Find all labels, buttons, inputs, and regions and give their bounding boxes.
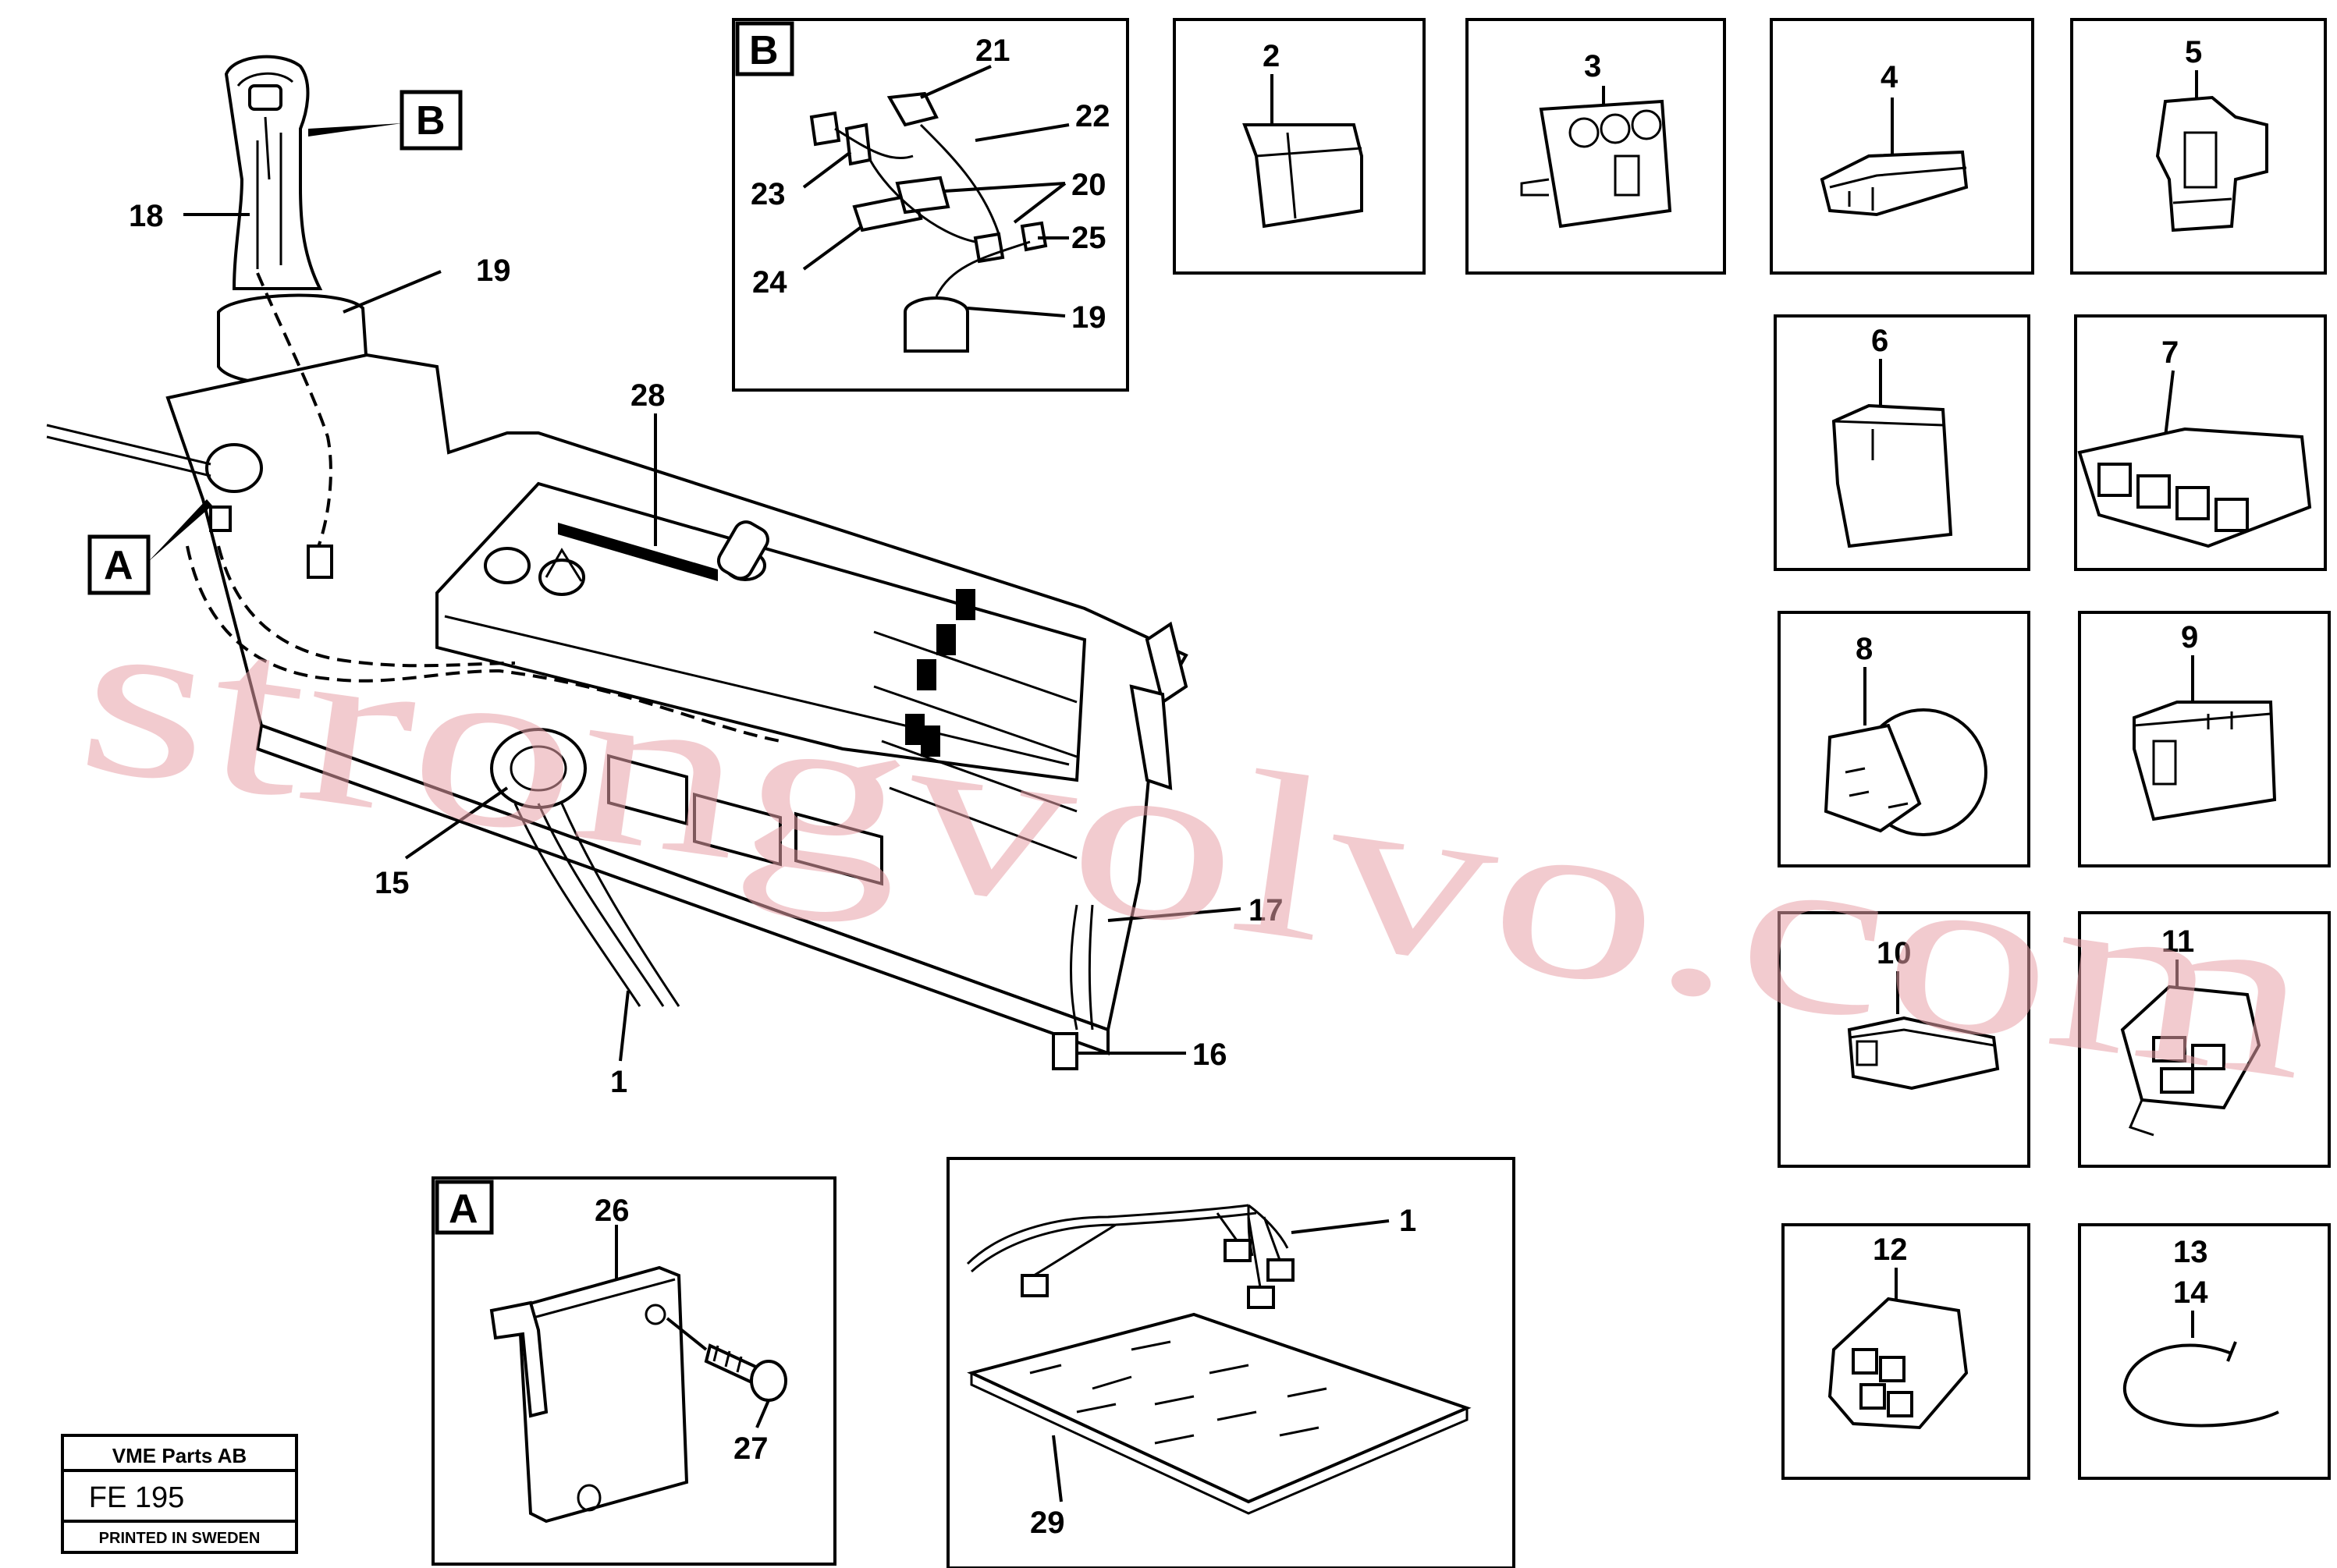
detail-b-box: B 21 22 20 23 24 25 19 (732, 18, 1129, 392)
connector-5 (2155, 95, 2268, 232)
connector-4 (1820, 150, 1969, 217)
title-printed: PRINTED IN SWEDEN (99, 1530, 261, 1547)
callout-28: 28 (630, 378, 666, 413)
detail-box-12: 12 (1781, 1223, 2030, 1480)
callout-24: 24 (752, 265, 787, 300)
callout-17: 17 (1248, 893, 1284, 928)
title-code: FE 195 (89, 1481, 185, 1514)
part-26-module (517, 1265, 689, 1524)
connector-small (307, 545, 333, 579)
detail-box-10: 10 (1778, 911, 2030, 1168)
callout-29: 29 (1030, 1506, 1065, 1540)
svg-text:2: 2 (1263, 39, 1280, 73)
detail-box-13-14: 13 14 (2078, 1223, 2331, 1480)
detail-tag-a-box (435, 1180, 494, 1235)
callout-19: 19 (476, 254, 511, 288)
callout-20: 20 (1071, 168, 1106, 202)
detail-box-3: 3 (1465, 18, 1726, 275)
callout-1b: 1 (1399, 1204, 1416, 1238)
connector-9 (2133, 701, 2277, 821)
slider-bar (558, 523, 718, 581)
callout-21: 21 (975, 34, 1010, 68)
callout-19b: 19 (1071, 300, 1106, 335)
svg-text:5: 5 (2185, 35, 2202, 69)
main-harness (513, 803, 680, 1007)
detail-box-6: 6 (1774, 314, 2030, 571)
svg-text:8: 8 (1856, 632, 1873, 666)
svg-text:9: 9 (2181, 620, 2198, 655)
detail-a-box: A 26 27 (432, 1176, 836, 1566)
control-console-assembly (46, 55, 1188, 1070)
knob-left (484, 547, 531, 584)
part-20-switch (895, 176, 950, 215)
callout-16: 16 (1192, 1038, 1227, 1072)
detail-box-8: 8 (1778, 611, 2030, 867)
callout-27: 27 (733, 1431, 769, 1466)
svg-text:13: 13 (2173, 1235, 2208, 1269)
harness-plug-2 (1224, 1239, 1252, 1262)
part-23-plug (844, 122, 872, 166)
connector-10 (1847, 1016, 2000, 1091)
cable-tie (2123, 1341, 2279, 1428)
callout-18: 18 (129, 199, 164, 233)
svg-text:A: A (104, 543, 133, 588)
detail-harness-board-box: 1 29 (947, 1157, 1515, 1568)
svg-text:14: 14 (2173, 1275, 2208, 1310)
detail-tag-a-main (87, 534, 151, 595)
main-view-callouts: 18 19 28 15 1 17 16 B A (87, 90, 1284, 1099)
instrument-panel (435, 481, 1087, 782)
svg-text:4: 4 (1881, 60, 1898, 94)
rotary-switch (490, 728, 587, 809)
harness-plug-3 (1247, 1286, 1275, 1309)
display-2 (693, 792, 782, 867)
title-block: VME Parts AB FE 195 PRINTED IN SWEDEN (61, 1434, 298, 1554)
svg-text:3: 3 (1584, 49, 1601, 83)
detail-box-9: 9 (2078, 611, 2331, 867)
detail-tag-b-box (735, 21, 794, 76)
callout-15: 15 (375, 866, 410, 900)
detail-box-7: 7 (2074, 314, 2327, 571)
detail-tag-b-main (400, 90, 463, 151)
detail-box-5: 5 (2070, 18, 2327, 275)
svg-text:6: 6 (1871, 324, 1888, 358)
svg-text:B: B (416, 98, 446, 144)
svg-text:11: 11 (2161, 924, 2194, 959)
joystick-lever (224, 55, 323, 290)
circuit-board-29 (967, 1312, 1472, 1504)
svg-text:7: 7 (2161, 335, 2179, 370)
connector-16 (1052, 1032, 1078, 1070)
detail-box-2: 2 (1173, 18, 1426, 275)
harness-plug-1 (1021, 1274, 1049, 1297)
svg-text:B: B (749, 28, 779, 73)
callout-23: 23 (751, 177, 786, 211)
detail-box-11: 11 (2078, 911, 2331, 1168)
connector-2 (1242, 123, 1363, 229)
grip-connector (205, 443, 263, 493)
svg-text:12: 12 (1873, 1233, 1908, 1267)
title-company: VME Parts AB (112, 1444, 247, 1467)
callout-22: 22 (1075, 99, 1110, 133)
part-21-knob (886, 91, 939, 127)
detail-box-4: 4 (1770, 18, 2034, 275)
display-1 (607, 754, 688, 826)
svg-text:10: 10 (1877, 936, 1912, 970)
part-25-plug (973, 232, 1005, 264)
harness-plug-4 (1266, 1258, 1295, 1282)
svg-text:A: A (449, 1187, 478, 1232)
lever-switches (873, 589, 1078, 860)
connector-6 (1831, 403, 1953, 548)
callout-25: 25 (1071, 221, 1106, 255)
display-3 (794, 811, 883, 886)
callout-26: 26 (595, 1194, 630, 1228)
callout-1: 1 (610, 1065, 627, 1099)
